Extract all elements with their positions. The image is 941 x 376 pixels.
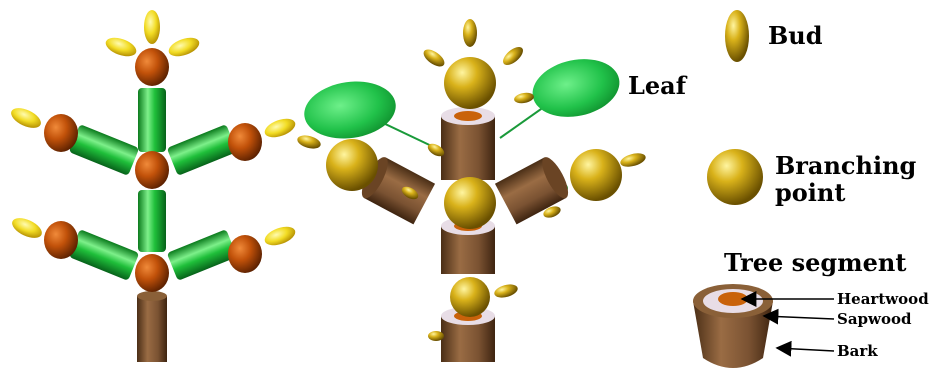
young-node [228, 235, 262, 273]
bud [620, 153, 646, 167]
legend-bud-icon [725, 10, 749, 62]
young-node [135, 48, 169, 86]
leaf [532, 59, 620, 117]
young-node [228, 123, 262, 161]
mature-tree [297, 19, 646, 362]
young-node [44, 221, 78, 259]
bud [423, 49, 445, 67]
bud [297, 135, 321, 149]
legend [693, 10, 835, 368]
branching-point [450, 277, 490, 317]
tree-segment-label: Tree segment [724, 248, 907, 277]
leaf-label: Leaf [628, 71, 687, 100]
bud [428, 331, 444, 341]
sapwood-arrow [762, 308, 835, 325]
leaf [304, 81, 396, 139]
branching-point [444, 57, 496, 109]
young-node [135, 254, 169, 292]
bud [264, 118, 296, 138]
bud-label: Bud [768, 21, 823, 50]
legend-tree-segment-icon [693, 284, 773, 368]
branching-point-label-line1: Branching [775, 151, 917, 180]
trunk-segment [441, 116, 495, 180]
bud [543, 206, 561, 218]
bud [463, 19, 477, 47]
bud [12, 218, 42, 238]
young-node [135, 151, 169, 189]
sapwood-label: Sapwood [837, 310, 912, 328]
bark-label: Bark [837, 342, 878, 360]
young-green-segment [138, 190, 166, 252]
young-green-segment [167, 125, 237, 175]
young-green-segment [138, 88, 166, 152]
young-green-segment [167, 230, 237, 280]
young-node [44, 114, 78, 152]
branching-point [570, 149, 622, 201]
branching-point [326, 139, 378, 191]
bark-arrow [775, 340, 835, 357]
bud [11, 108, 41, 128]
bud [144, 10, 160, 44]
bud [105, 37, 137, 57]
bud [427, 143, 445, 157]
bud [514, 92, 534, 104]
bud [264, 226, 296, 246]
young-green-segment [69, 230, 139, 280]
heartwood-label: Heartwood [837, 290, 929, 308]
branching-point [444, 177, 496, 229]
branching-point-label-line2: point [775, 178, 846, 207]
young-trunk-segment [137, 296, 167, 362]
young-tree [11, 10, 296, 362]
bud [168, 37, 200, 57]
bud [503, 47, 523, 65]
bud [401, 186, 419, 200]
young-green-segment [69, 125, 139, 175]
legend-branching-point-icon [707, 149, 763, 205]
bud [494, 284, 518, 298]
